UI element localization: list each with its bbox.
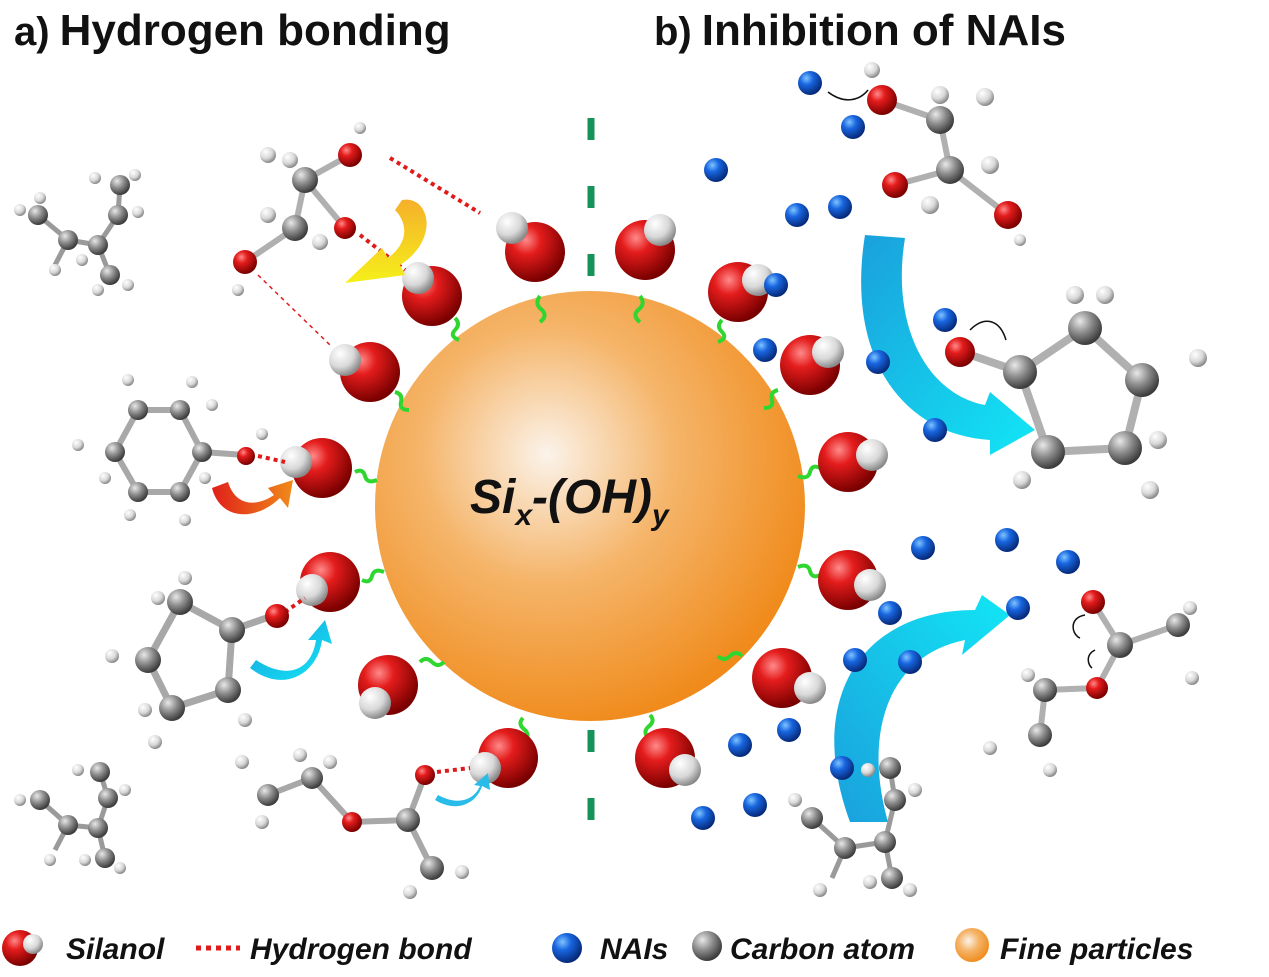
legend-silanol-label: Silanol xyxy=(66,933,165,966)
legend-particles-label: Fine particles xyxy=(1000,933,1194,966)
silanol-linkers xyxy=(354,294,821,744)
ethyl-acetate-molecule-b xyxy=(983,590,1199,777)
glycol-molecule-a xyxy=(232,122,366,296)
alkane-molecule-b xyxy=(788,757,922,897)
silanol-groups xyxy=(280,212,888,788)
cyclopentanone-molecule-a xyxy=(105,571,289,749)
hydrogen-bonds xyxy=(257,156,482,774)
legend-nai-icon xyxy=(552,933,582,963)
legend-hbond-label: Hydrogen bond xyxy=(250,933,472,966)
legend-particle-icon xyxy=(955,928,989,962)
formula-base: Si xyxy=(470,471,516,524)
cyan-arrow-lower xyxy=(834,595,1010,822)
panel-b-title: b)Inhibition of NAIs xyxy=(654,6,1066,56)
nai-ions xyxy=(691,71,1080,830)
red-orange-arrow xyxy=(212,480,293,515)
legend-nais-label: NAIs xyxy=(600,933,669,966)
glycol-molecule-b xyxy=(827,62,1026,246)
formula-sub-y: y xyxy=(652,499,669,532)
panel-a-title: a)Hydrogen bonding xyxy=(14,6,451,56)
panel-a-title-text: Hydrogen bonding xyxy=(59,6,451,55)
panel-a-letter: a) xyxy=(14,10,50,54)
alkane-molecule-bottom xyxy=(14,762,131,874)
panel-b-letter: b) xyxy=(654,10,692,54)
formula-mid: -(OH) xyxy=(532,471,652,524)
legend-carbon-label: Carbon atom xyxy=(730,933,916,966)
formula-sub-x: x xyxy=(515,499,533,532)
ethyl-acetate-molecule-a xyxy=(235,748,469,899)
fine-particle xyxy=(375,291,805,721)
cyclohexanol-molecule xyxy=(72,374,268,526)
cyclopentanone-molecule-b xyxy=(945,286,1207,499)
blue-arrow-a xyxy=(250,620,332,680)
panel-b-title-text: Inhibition of NAIs xyxy=(701,6,1066,55)
cyan-arrow-upper xyxy=(861,235,1035,455)
orange-arrow xyxy=(345,199,427,283)
cyan-arrow-small xyxy=(435,773,490,807)
alkane-molecule-top xyxy=(14,169,144,296)
legend-icons xyxy=(2,928,989,966)
legend: Silanol Hydrogen bond NAIs Carbon atom F… xyxy=(0,925,1269,975)
legend-carbon-icon xyxy=(692,931,722,961)
particle-formula: Six-(OH)y xyxy=(470,470,669,533)
